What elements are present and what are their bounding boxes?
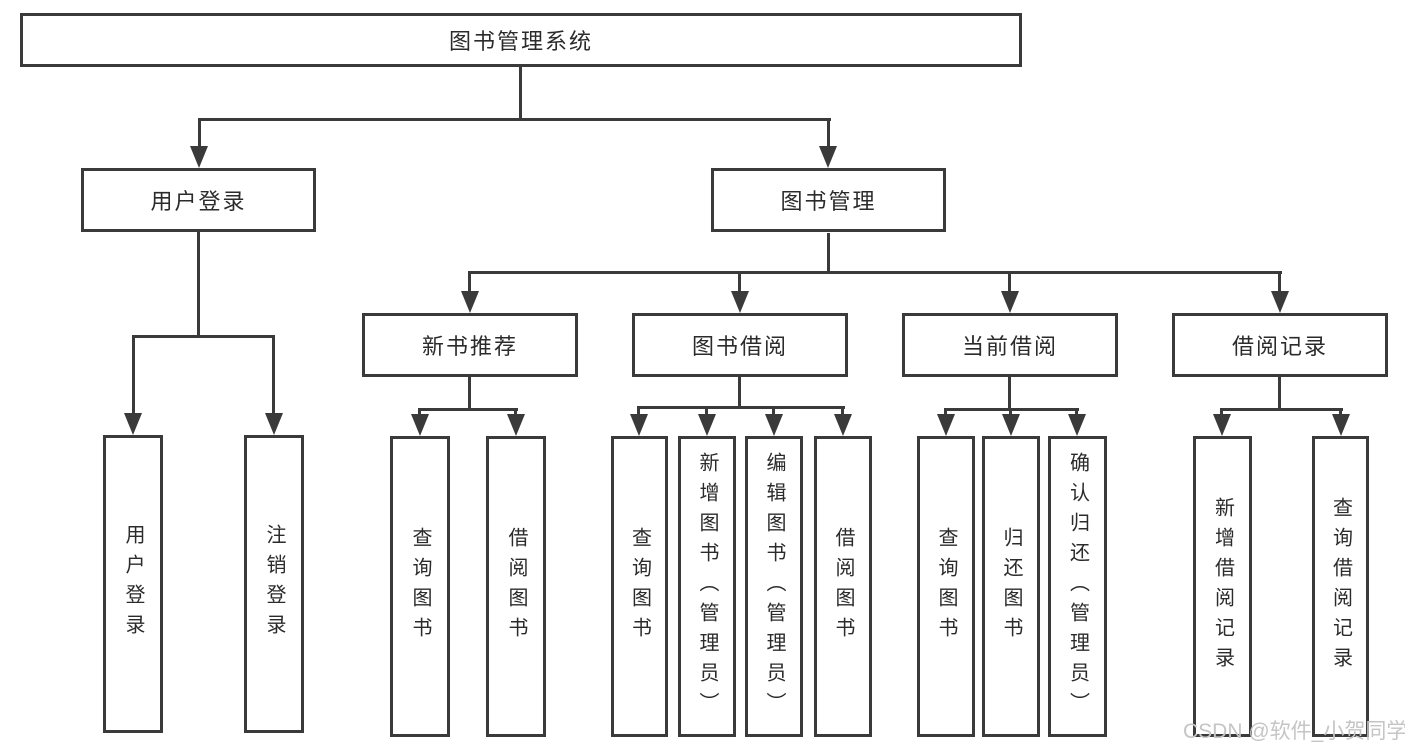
watermark: CSDN @软件_小贺同学: [1183, 720, 1405, 743]
connector-level3-hline: [469, 271, 1282, 274]
connector-arrow-stem: [1009, 408, 1012, 418]
leaf-label: 注销登录: [263, 524, 285, 644]
arrowhead-borrowing-records: [1271, 291, 1289, 313]
arrowhead-nbr-borrow-books: [507, 414, 525, 436]
arrowhead-leaf-user-login: [124, 413, 142, 435]
node-borrowing-records-label: 借阅记录: [1231, 334, 1328, 359]
connector-book-management-stub: [827, 233, 830, 271]
connector-nbr-hline: [419, 408, 518, 411]
arrowhead-new-book-recommendation: [461, 291, 479, 313]
connector-arrow-stem: [944, 408, 947, 418]
node-book-borrowing-label: 图书借阅: [691, 334, 788, 359]
connector-arrow-stem: [705, 406, 708, 418]
node-root-label: 图书管理系统: [448, 29, 593, 54]
node-user-login-label: 用户登录: [150, 189, 247, 214]
arrowhead-nbr-query-books: [411, 414, 429, 436]
leaf-label: 查询图书: [628, 526, 651, 647]
node-new-book-recommendation: 新书推荐: [362, 313, 578, 377]
node-book-borrowing: 图书借阅: [632, 313, 848, 377]
connector-arrow-stem: [1220, 408, 1223, 418]
connector-root-stub: [519, 67, 522, 118]
arrowhead-br-add-record: [1213, 414, 1231, 436]
leaf-bb-borrow-books: 借阅图书: [814, 436, 872, 737]
leaf-label: 查询图书: [409, 526, 431, 647]
connector-cb-stub: [1008, 377, 1011, 408]
connector-arrow-stem: [514, 408, 517, 418]
arrowhead-user-login: [190, 146, 208, 168]
connector-arrow-stem: [738, 271, 741, 294]
leaf-user-login: 用户登录: [103, 435, 163, 733]
connector-arrow-stem: [468, 271, 471, 294]
arrowhead-leaf-logout: [265, 413, 283, 435]
leaf-br-query-record: 查询借阅记录: [1312, 436, 1369, 737]
leaf-label: 借阅图书: [832, 526, 854, 647]
leaf-label: 归还图书: [1000, 526, 1022, 647]
node-book-management-label: 图书管理: [780, 189, 877, 214]
arrowhead-br-query-record: [1332, 414, 1350, 436]
connector-cb-hline: [945, 408, 1079, 411]
arrowhead-cb-return-books: [1002, 414, 1020, 436]
connector-arrow-stem: [132, 335, 135, 416]
connector-arrow-stem: [1075, 408, 1078, 418]
connector-bb-stub: [738, 377, 741, 406]
connector-br-stub: [1278, 377, 1281, 408]
arrowhead-book-borrowing: [731, 291, 749, 313]
arrowhead-cb-confirm-return: [1068, 414, 1086, 436]
arrowhead-book-management: [819, 146, 837, 168]
leaf-label: 编辑图书（管理员）: [763, 451, 785, 722]
connector-arrow-stem: [1008, 271, 1011, 294]
leaf-cb-confirm-return-admin: 确认归还（管理员）: [1048, 436, 1107, 737]
leaf-label: 用户登录: [122, 524, 144, 644]
connector-br-hline: [1221, 408, 1343, 411]
connector-user-login-stub: [197, 232, 200, 335]
leaf-cb-return-books: 归还图书: [982, 436, 1040, 737]
leaf-nbr-query-books: 查询图书: [390, 436, 450, 737]
leaf-label: 确认归还（管理员）: [1066, 451, 1089, 722]
leaf-label: 新增借阅记录: [1211, 496, 1234, 677]
leaf-label: 借阅图书: [505, 526, 527, 647]
connector-nbr-stub: [468, 377, 471, 408]
connector-arrow-stem: [418, 408, 421, 418]
node-borrowing-records: 借阅记录: [1172, 313, 1388, 377]
connector-arrow-stem: [1278, 271, 1281, 294]
arrowhead-bb-query-books: [630, 414, 648, 436]
arrowhead-bb-edit-books: [765, 414, 783, 436]
leaf-label: 查询借阅记录: [1329, 496, 1352, 677]
connector-user-login-hline: [132, 335, 275, 338]
leaf-bb-add-books-admin: 新增图书（管理员）: [678, 436, 736, 737]
leaf-bb-query-books: 查询图书: [611, 436, 668, 737]
leaf-nbr-borrow-books: 借阅图书: [486, 436, 546, 737]
connector-arrow-stem: [637, 406, 640, 418]
connector-bb-hline: [638, 406, 845, 409]
connector-arrow-stem: [272, 335, 275, 416]
node-root: 图书管理系统: [20, 13, 1022, 67]
connector-arrow-stem: [198, 118, 201, 150]
node-book-management: 图书管理: [711, 168, 946, 232]
leaf-label: 查询图书: [935, 526, 957, 647]
arrowhead-bb-borrow-books: [834, 414, 852, 436]
arrowhead-current-borrowing: [1001, 291, 1019, 313]
leaf-logout: 注销登录: [244, 435, 304, 733]
node-current-borrowing: 当前借阅: [902, 313, 1118, 377]
arrowhead-bb-add-books: [698, 414, 716, 436]
leaf-bb-edit-books-admin: 编辑图书（管理员）: [745, 436, 803, 737]
arrowhead-cb-query-books: [937, 414, 955, 436]
connector-level1-hline: [198, 118, 831, 121]
connector-arrow-stem: [1339, 408, 1342, 418]
node-user-login: 用户登录: [81, 168, 316, 232]
node-current-borrowing-label: 当前借阅: [961, 334, 1058, 359]
leaf-br-add-record: 新增借阅记录: [1193, 436, 1252, 737]
leaf-cb-query-books: 查询图书: [917, 436, 975, 737]
connector-arrow-stem: [772, 406, 775, 418]
connector-arrow-stem: [827, 118, 830, 150]
connector-arrow-stem: [841, 406, 844, 418]
node-new-book-recommendation-label: 新书推荐: [421, 334, 518, 359]
leaf-label: 新增图书（管理员）: [696, 451, 718, 722]
